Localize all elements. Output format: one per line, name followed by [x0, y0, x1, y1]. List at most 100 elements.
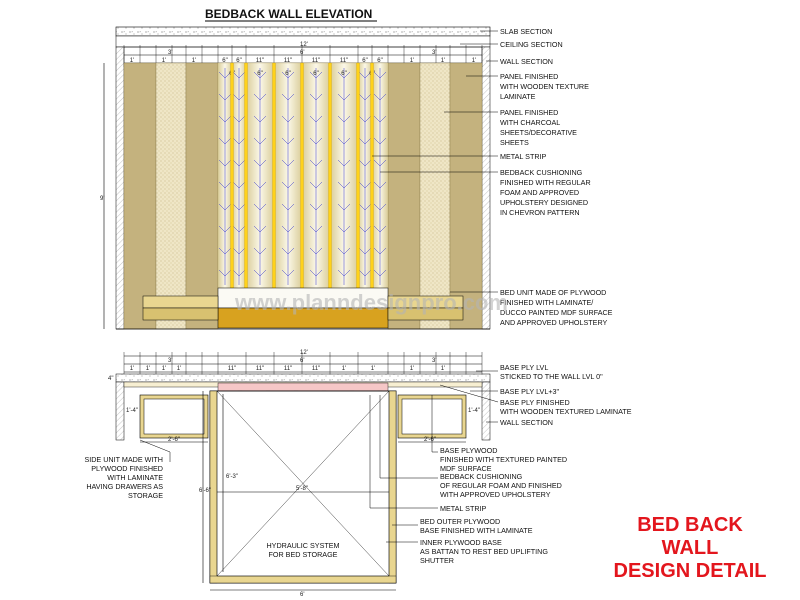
chevron-line — [253, 137, 261, 145]
chevron-line — [379, 93, 387, 101]
chevron-line — [315, 225, 323, 233]
chevron-line — [337, 247, 345, 255]
chevron-line — [343, 247, 351, 255]
plan-dim-wall-gap: 4" — [108, 376, 113, 382]
label-outer-plywood-line: BASE FINISHED WITH LAMINATE — [420, 526, 533, 535]
plan-wall-left — [115, 381, 125, 441]
chevron-line — [287, 269, 295, 277]
bed-outer-plywood — [209, 390, 397, 584]
chevron-line — [232, 225, 240, 233]
panel-mark: 6" — [257, 71, 262, 77]
label-panel-charcoal-line: WITH CHARCOAL — [500, 118, 560, 127]
chevron-line — [358, 225, 366, 233]
chevron-line — [238, 137, 246, 145]
wall-section-right — [481, 46, 491, 330]
chevron-line — [379, 247, 387, 255]
side-unit-elev-left-bottom — [142, 307, 219, 321]
chevron-line — [343, 203, 351, 211]
plan-top-row-label: 1' — [371, 366, 375, 372]
plan-dim-side-w-left: 2'-6" — [168, 437, 180, 443]
wall-section-left — [115, 46, 125, 330]
chevron-line — [224, 225, 232, 233]
chevron-line — [337, 93, 345, 101]
chevron-line — [218, 159, 226, 167]
plan-dim-total: 12' — [300, 350, 308, 356]
label-bed-unit-line: DUCCO PAINTED MDF SURFACE — [500, 308, 613, 317]
chevron-line — [259, 93, 267, 101]
label-cushioning-line: IN CHEVRON PATTERN — [500, 208, 580, 217]
chevron-line — [238, 269, 246, 277]
plan-top-row-label: 1' — [146, 366, 150, 372]
chevron-line — [379, 203, 387, 211]
chevron-line — [218, 93, 226, 101]
plan-dim-side-right: 3' — [432, 358, 436, 364]
label-panel-wood-line: PANEL FINISHED — [500, 72, 558, 81]
label-bed-unit-line: BED UNIT MADE OF PLYWOOD — [500, 288, 606, 297]
chevron-line — [259, 137, 267, 145]
plan-dim-side-w-right: 2'-6" — [424, 437, 436, 443]
chevron-line — [373, 93, 381, 101]
label-inner-plywood-line: INNER PLYWOOD BASE — [420, 538, 502, 547]
chevron-line — [343, 225, 351, 233]
chevron-line — [315, 159, 323, 167]
chevron-line — [259, 159, 267, 167]
watermark: www.planndesignpro.com — [234, 290, 508, 315]
chevron-line — [379, 181, 387, 189]
chevron-line — [232, 115, 240, 123]
chevron-line — [315, 93, 323, 101]
chevron-line — [259, 247, 267, 255]
chevron-line — [343, 137, 351, 145]
label-bed-unit-line: FINISHED WITH LAMINATE/ — [500, 298, 593, 307]
chevron-line — [253, 115, 261, 123]
chevron-line — [337, 269, 345, 277]
chevron-line — [281, 203, 289, 211]
chevron-line — [281, 247, 289, 255]
panel-mark: 6" — [285, 71, 290, 77]
chevron-line — [224, 71, 232, 79]
label-plan-cushioning-line: BEDBACK CUSHIONING — [440, 472, 523, 481]
chevron-line — [224, 247, 232, 255]
chevron-line — [287, 181, 295, 189]
label-inner-plywood-line: AS BATTAN TO REST BED UPLIFTING — [420, 547, 548, 556]
chevron-line — [364, 137, 372, 145]
plan-top-row-label: 1' — [162, 366, 166, 372]
chevron-line — [373, 269, 381, 277]
chevron-line — [232, 203, 240, 211]
chevron-line — [315, 71, 323, 79]
inner-plywood-base — [216, 390, 390, 577]
chevron-line — [358, 93, 366, 101]
chevron-line — [232, 159, 240, 167]
chevron-line — [373, 181, 381, 189]
dim-total-width: 12' — [300, 42, 308, 48]
dim-top-row-label: 1' — [192, 58, 196, 64]
elevation-view: BEDBACK WALL ELEVATION 12' 3' 6' 3' 1'1'… — [100, 7, 613, 330]
panel-mark: 6" — [341, 71, 346, 77]
chevron-line — [232, 269, 240, 277]
label-side-unit-line: WITH LAMINATE — [107, 473, 163, 482]
chevron-line — [259, 71, 267, 79]
chevron-line — [253, 181, 261, 189]
chevron-line — [309, 115, 317, 123]
plan-leaders — [139, 370, 499, 543]
chevron-line — [337, 137, 345, 145]
big-title-line: WALL — [662, 537, 719, 559]
plan-top-row-label: 1' — [130, 366, 134, 372]
chevron-line — [224, 181, 232, 189]
plan-wall-base — [115, 373, 491, 383]
chevron-line — [364, 115, 372, 123]
chevron-line — [309, 137, 317, 145]
chevron-line — [287, 203, 295, 211]
chevron-line — [218, 225, 226, 233]
chevron-line — [379, 115, 387, 123]
label-base-plywood-line: BASE PLYWOOD — [440, 446, 497, 455]
label-side-unit-line: SIDE UNIT MADE WITH — [84, 455, 163, 464]
chevron-line — [238, 181, 246, 189]
chevron-line — [337, 159, 345, 167]
